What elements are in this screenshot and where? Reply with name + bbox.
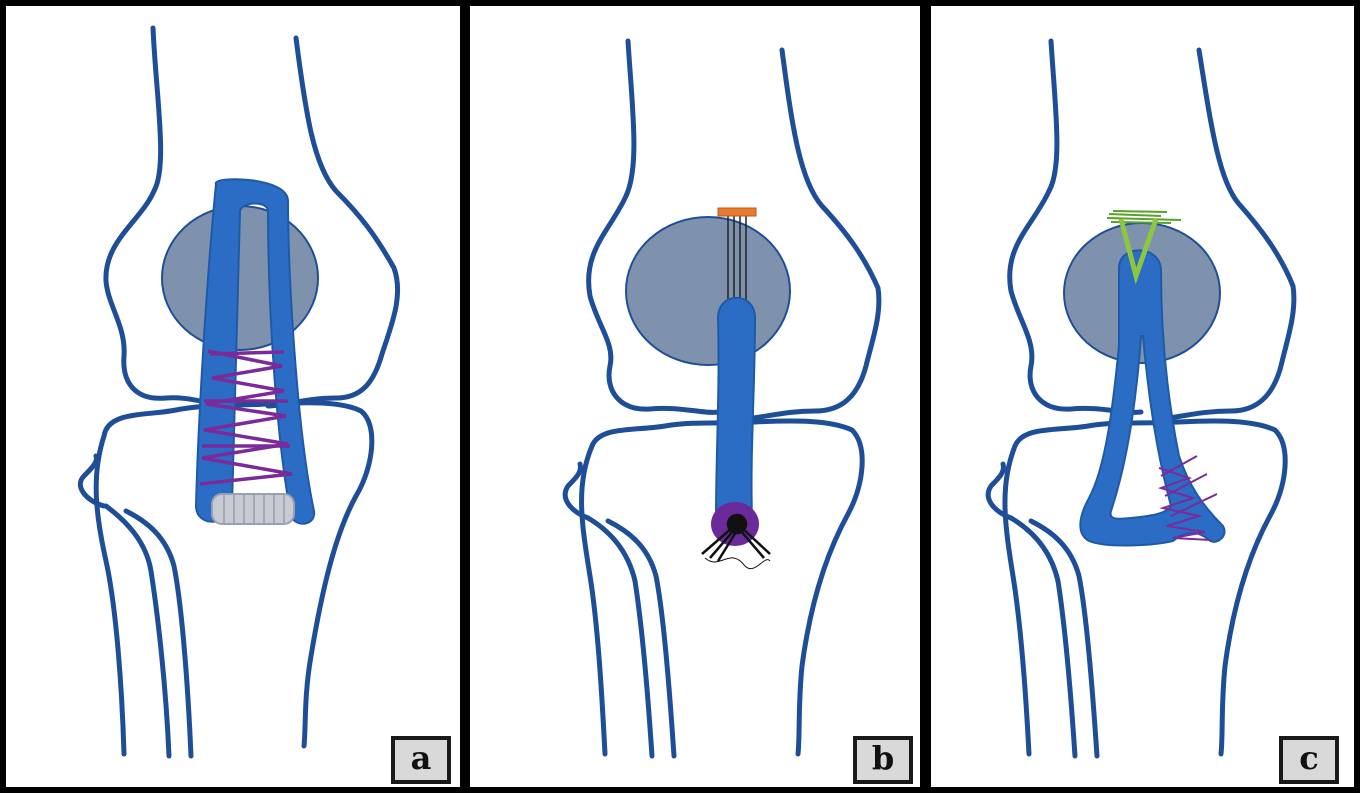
- patella: [626, 217, 790, 365]
- panel-b: b: [470, 6, 920, 787]
- suture-button-icon: [718, 208, 756, 216]
- graft: [716, 298, 755, 531]
- knee-diagram-a: [6, 6, 460, 787]
- panel-label-box-c: c: [1279, 736, 1339, 784]
- panel-label-b: b: [857, 740, 909, 780]
- tibia-outline: [988, 421, 1285, 756]
- panel-label-c: c: [1283, 740, 1335, 780]
- tibia-outline: [565, 421, 862, 756]
- panel-label-box-b: b: [853, 736, 913, 784]
- panel-label-box-a: a: [391, 736, 451, 784]
- panel-label-a: a: [395, 740, 447, 780]
- knee-diagram-c: [931, 6, 1354, 787]
- panel-c: c: [931, 6, 1354, 787]
- interference-screw-icon: [212, 494, 294, 524]
- knee-diagram-b: [470, 6, 920, 787]
- panel-a: a: [6, 6, 460, 787]
